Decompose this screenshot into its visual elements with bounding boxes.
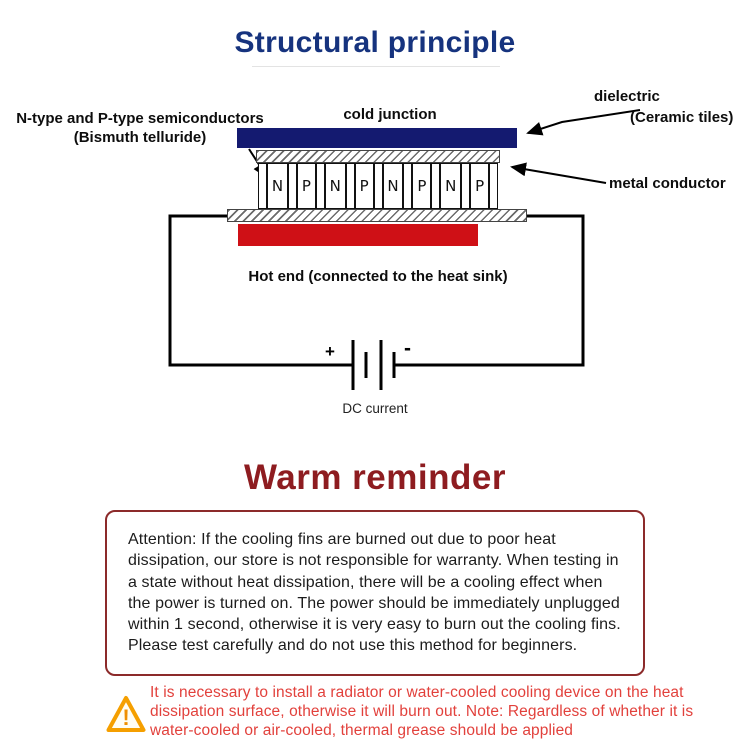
semiconductor-block-p: P xyxy=(470,163,489,209)
semiconductor-block-n: N xyxy=(324,163,346,209)
semiconductor-block-p: P xyxy=(412,163,432,209)
ceramic-tiles-label: (Ceramic tiles) xyxy=(630,109,734,126)
electrode-pillar xyxy=(431,163,441,209)
cold-junction-bar xyxy=(237,128,517,148)
electrode-pillar xyxy=(315,163,325,209)
electrode-pillar xyxy=(345,163,355,209)
hot-end-label: Hot end (connected to the heat sink) xyxy=(248,268,508,285)
electrode-pillar xyxy=(287,163,297,209)
semiconductor-block-n: N xyxy=(267,163,288,209)
warning-triangle-icon: ! xyxy=(106,696,146,732)
attention-text: Attention: If the cooling fins are burne… xyxy=(128,531,621,655)
metal-conductor-strip-bottom xyxy=(227,209,527,222)
metal-conductor-label: metal conductor xyxy=(609,175,726,192)
warning-exclamation: ! xyxy=(122,705,129,730)
electrode-pillar xyxy=(258,163,267,209)
dc-current-label: DC current xyxy=(342,401,408,416)
semiconductor-row: N P N P N P N P xyxy=(258,163,498,209)
electrode-pillar xyxy=(403,163,413,209)
electrode-pillar xyxy=(373,163,383,209)
semiconductor-block-n: N xyxy=(440,163,462,209)
semiconductor-block-p: P xyxy=(296,163,316,209)
semiconductors-label-line2: (Bismuth telluride) xyxy=(73,128,207,146)
battery-icon xyxy=(351,340,396,390)
hot-end-bar xyxy=(238,224,478,246)
attention-box: Attention: If the cooling fins are burne… xyxy=(105,510,645,676)
semiconductors-label: N-type and P-type semiconductors (Bismut… xyxy=(4,110,276,148)
semiconductors-label-line1: N-type and P-type semiconductors xyxy=(16,110,264,127)
semiconductor-block-n: N xyxy=(382,163,404,209)
warm-reminder-title: Warm reminder xyxy=(244,458,506,497)
electrode-pillar xyxy=(461,163,471,209)
metal-conductor-strip-top xyxy=(256,150,500,163)
semiconductor-block-p: P xyxy=(354,163,374,209)
page-title: Structural principle xyxy=(234,26,516,59)
electrode-pillar xyxy=(489,163,498,209)
cold-junction-label: cold junction xyxy=(343,106,437,123)
title-divider xyxy=(252,66,500,67)
dielectric-label: dielectric xyxy=(594,88,660,105)
dielectric-pointer-arrow xyxy=(526,109,641,136)
metal-conductor-pointer-arrow xyxy=(510,162,607,184)
battery-plus-sign: + xyxy=(325,342,335,361)
warning-note-text: It is necessary to install a radiator or… xyxy=(150,684,694,739)
battery-minus-sign: - xyxy=(404,337,411,360)
